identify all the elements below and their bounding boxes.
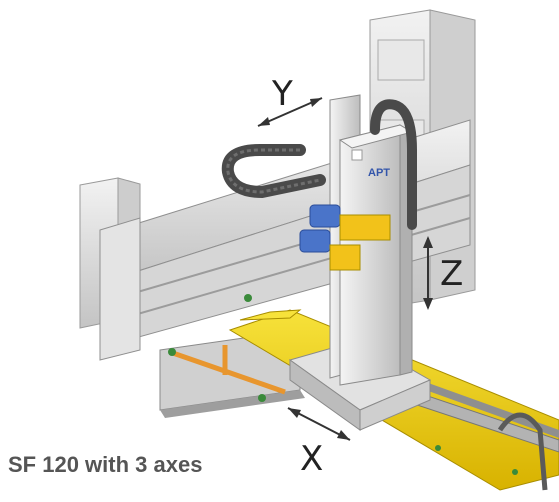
y-axis-label: Y bbox=[271, 74, 293, 114]
z-axis-arrow: Z bbox=[423, 236, 463, 310]
servo-motors bbox=[299, 204, 391, 271]
z-cable-chain bbox=[370, 99, 417, 230]
x-axis-arrow: X bbox=[287, 407, 351, 479]
apt-logo-text: APT bbox=[368, 167, 390, 179]
z-axis-label: Z bbox=[440, 254, 463, 294]
y-cable-chain bbox=[221, 144, 326, 199]
x-axis-label: X bbox=[300, 439, 323, 479]
figure-caption: SF 120 with 3 axes bbox=[8, 452, 203, 477]
y-axis-arrow: Y bbox=[257, 74, 323, 127]
